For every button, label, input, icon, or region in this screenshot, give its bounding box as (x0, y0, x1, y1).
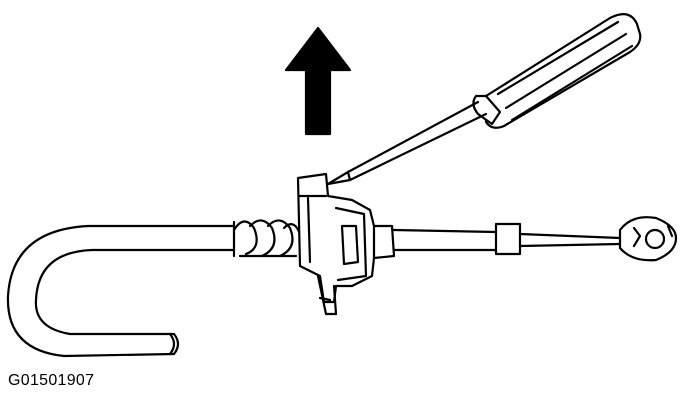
cable-assembly (6, 172, 678, 358)
screwdriver-icon (326, 13, 642, 186)
up-arrow-icon (284, 26, 352, 136)
cable-clip-icon (296, 172, 396, 304)
figure-id-label: G01501907 (8, 372, 95, 389)
